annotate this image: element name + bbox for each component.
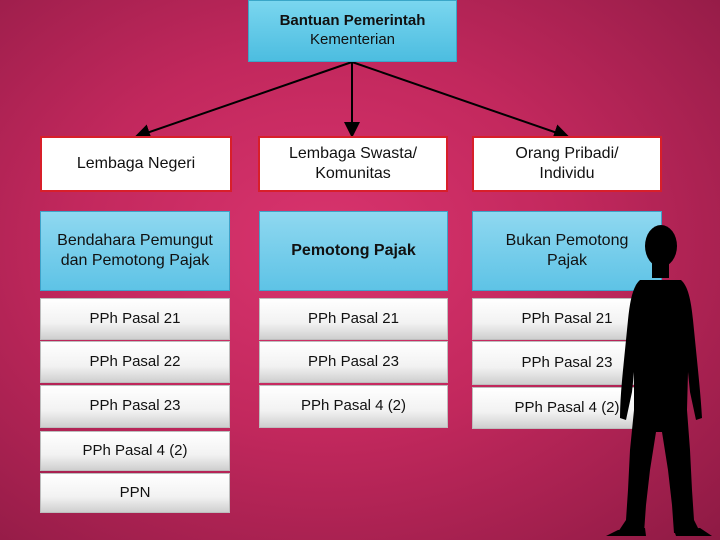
role-label: Pemotong Pajak (291, 242, 416, 259)
tax-col1-item: PPh Pasal 22 (40, 341, 230, 383)
tax-label: PPh Pasal 4 (2) (82, 441, 188, 459)
tax-label: PPh Pasal 4 (2) (514, 398, 620, 416)
role-label: Bukan Pemotong Pajak (505, 232, 629, 269)
category-label: Lembaga Negeri (76, 155, 196, 172)
tax-label: PPh Pasal 21 (521, 309, 613, 327)
tax-label: PPN (119, 483, 151, 501)
header-line-2: Kementerian (309, 31, 396, 48)
tax-col2-item: PPh Pasal 4 (2) (259, 385, 448, 428)
arrow-left (134, 61, 353, 140)
tax-label: PPh Pasal 23 (308, 352, 399, 370)
tax-label: PPh Pasal 4 (2) (300, 397, 407, 415)
role-pemotong-pajak: Pemotong Pajak (259, 211, 448, 291)
tax-col1-item: PPh Pasal 4 (2) (40, 431, 230, 471)
header-box: Bantuan Pemerintah Kementerian (248, 0, 457, 62)
category-label: Orang Pribadi/ Individu (515, 145, 619, 182)
tax-col1-item: PPh Pasal 21 (40, 298, 230, 340)
category-label: Lembaga Swasta/ Komunitas (288, 145, 418, 182)
tax-col3-item: PPh Pasal 4 (2) (472, 387, 662, 429)
category-orang-pribadi: Orang Pribadi/ Individu (472, 136, 662, 192)
tax-label: PPh Pasal 23 (89, 397, 181, 415)
header-line-1: Bantuan Pemerintah (279, 12, 426, 30)
tax-col2-item: PPh Pasal 23 (259, 341, 448, 383)
tax-label: PPh Pasal 21 (89, 309, 181, 327)
tax-label: PPh Pasal 21 (308, 309, 399, 327)
category-lembaga-swasta: Lembaga Swasta/ Komunitas (258, 136, 448, 192)
role-label: Bendahara Pemungut dan Pemotong Pajak (57, 232, 213, 269)
tax-col1-item: PPN (40, 473, 230, 513)
tax-col2-item: PPh Pasal 21 (259, 298, 448, 340)
category-lembaga-negeri: Lembaga Negeri (40, 136, 232, 192)
tax-col1-item: PPh Pasal 23 (40, 385, 230, 428)
tax-label: PPh Pasal 22 (89, 352, 181, 370)
tax-label: PPh Pasal 23 (521, 353, 613, 371)
role-bendahara: Bendahara Pemungut dan Pemotong Pajak (40, 211, 230, 291)
arrow-right (351, 61, 570, 140)
role-bukan-pemotong: Bukan Pemotong Pajak (472, 211, 662, 291)
